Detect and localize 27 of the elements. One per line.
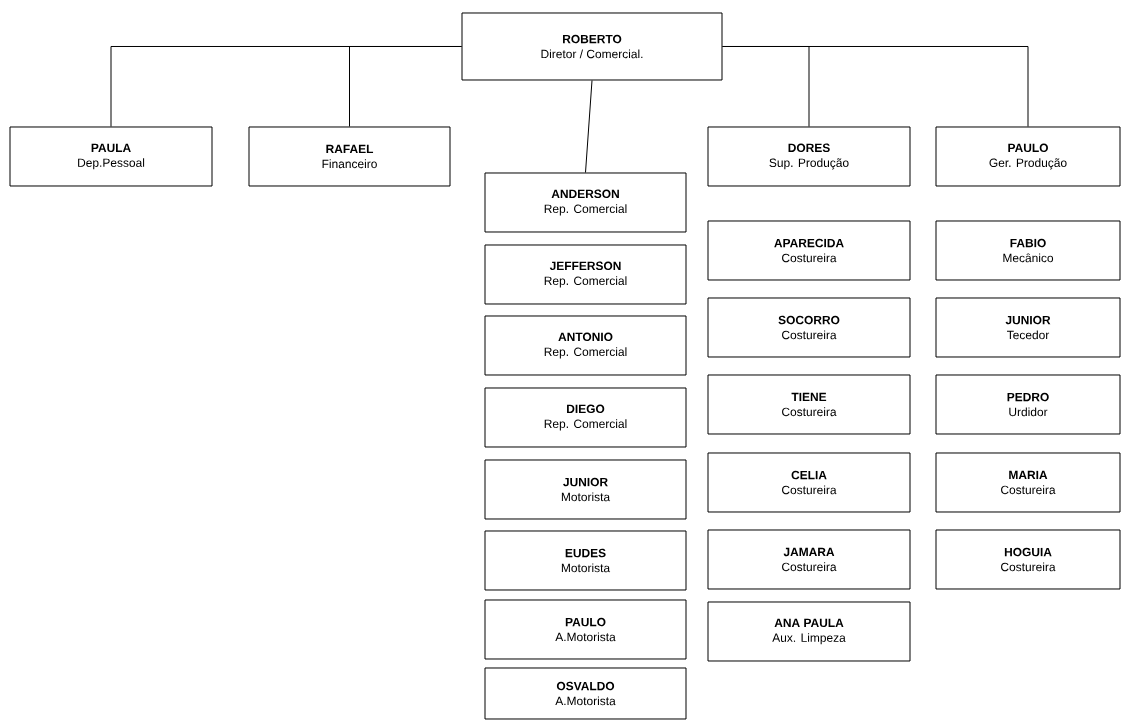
connector-line [722, 46, 1029, 127]
person-box: ROBERTO Diretor / Comercial. [461, 12, 723, 81]
person-box: JAMARA Costureira [707, 529, 911, 590]
person-box: JEFFERSON Rep. Comercial [484, 244, 687, 305]
person-box: JUNIOR Motorista [484, 459, 687, 520]
person-box: DIEGO Rep. Comercial [484, 387, 687, 448]
connector-line [585, 80, 593, 173]
person-box: EUDES Motorista [484, 530, 687, 591]
person-box: APARECIDA Costureira [707, 220, 911, 281]
person-box: ANDERSON Rep. Comercial [484, 172, 687, 233]
person-box: HOGUIA Costureira [935, 529, 1121, 590]
person-box: RAFAEL Financeiro [248, 126, 451, 187]
person-box: JUNIOR Tecedor [935, 297, 1121, 358]
person-box: SOCORRO Costureira [707, 297, 911, 358]
person-box: PAULA Dep.Pessoal [9, 126, 213, 187]
person-box: DORES Sup. Produção [707, 126, 911, 187]
person-box: PAULO A.Motorista [484, 599, 687, 660]
connector-line [349, 46, 462, 127]
person-box: PEDRO Urdidor [935, 374, 1121, 435]
person-box: TIENE Costureira [707, 374, 911, 435]
person-box: MARIA Costureira [935, 452, 1121, 513]
person-box: PAULO Ger. Produção [935, 126, 1121, 187]
person-box: FABIO Mecânico [935, 220, 1121, 281]
person-box: OSVALDO A.Motorista [484, 667, 687, 720]
person-box: CELIA Costureira [707, 452, 911, 513]
person-box: ANTONIO Rep. Comercial [484, 315, 687, 376]
person-box: ANA PAULA Aux. Limpeza [707, 601, 911, 662]
